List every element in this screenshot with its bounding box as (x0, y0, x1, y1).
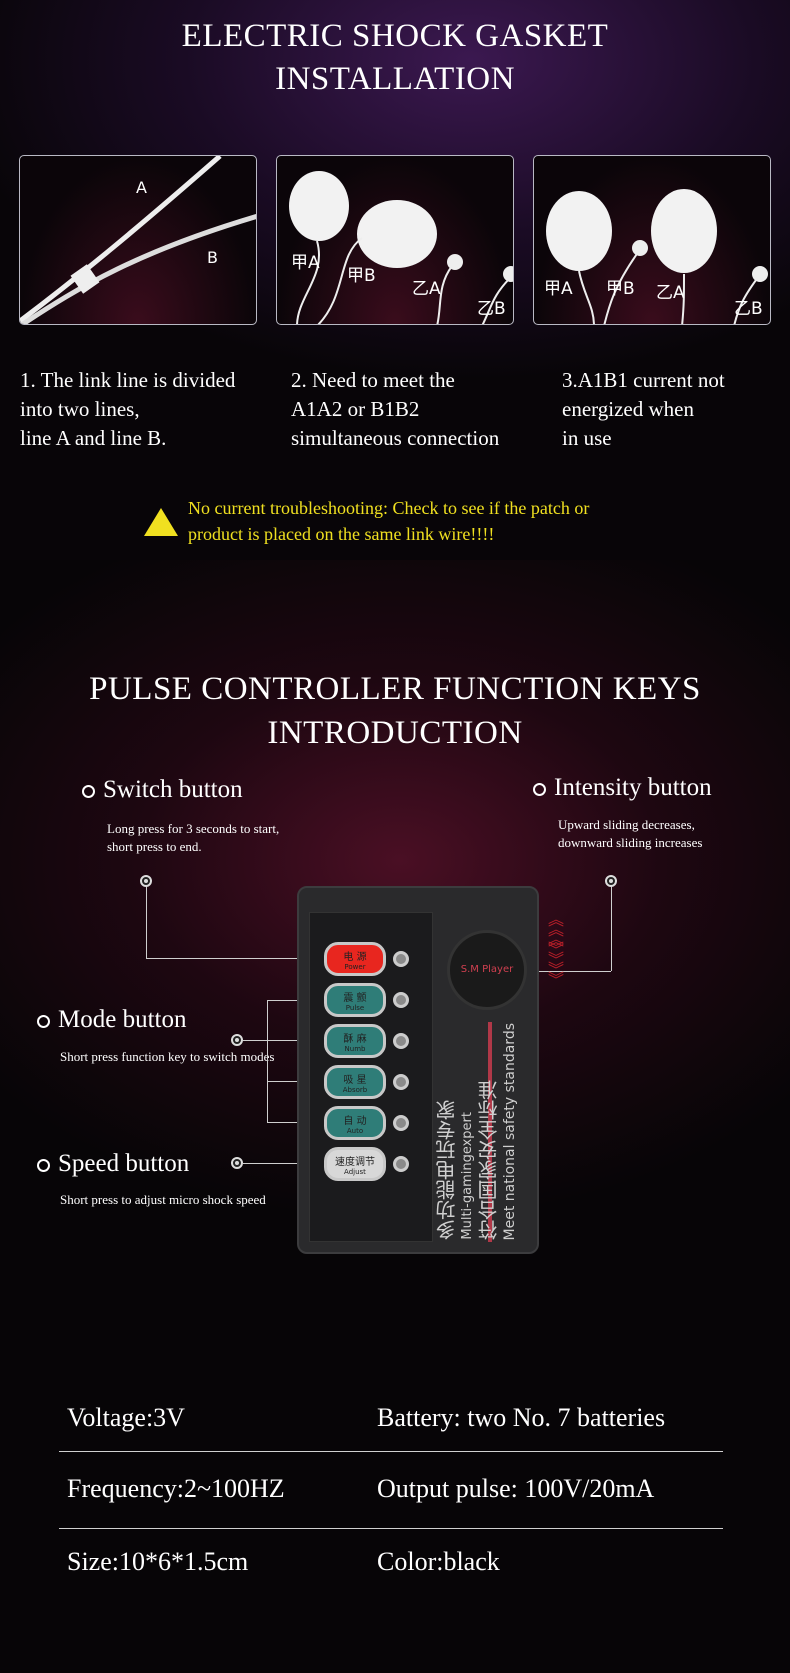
indicator-led (393, 1033, 409, 1049)
pad-label: 乙A (412, 279, 441, 299)
connector-line (267, 1122, 322, 1123)
controller-title-line2: INTRODUCTION (267, 715, 523, 751)
device-text-en1: Multi-gamingexpert (460, 1112, 475, 1240)
install-image-3: 甲A 甲B 乙A 乙B (533, 155, 771, 325)
spec-voltage: Voltage:3V (67, 1403, 185, 1432)
connector-line (267, 1000, 268, 1122)
install-title-line1: ELECTRIC SHOCK GASKET (181, 18, 609, 54)
line-b-label: B (207, 248, 218, 267)
install-title-line2: INSTALLATION (275, 61, 515, 97)
indicator-led (393, 992, 409, 1008)
controller-title-line1: PULSE CONTROLLER FUNCTION KEYS (89, 671, 701, 707)
divider (59, 1451, 723, 1452)
button-en-label: Auto (346, 1127, 364, 1135)
indicator-led (393, 951, 409, 967)
device-text-en2: Meet national safety standards (502, 1022, 518, 1240)
pad-label: 甲B (606, 279, 635, 299)
install-image-1: A B (19, 155, 257, 325)
switch-button-label: Switch button (82, 776, 243, 804)
connector-line (146, 881, 147, 959)
pad-label: 乙B (734, 299, 763, 319)
connector-line (267, 1000, 322, 1001)
pad-label: 甲A (291, 253, 320, 273)
spec-frequency: Frequency:2~100HZ (67, 1474, 285, 1503)
indicator-led (393, 1156, 409, 1172)
button-cn-label: 速度调节 (335, 1157, 375, 1168)
mode-button-desc: Short press function key to switch modes (60, 1049, 275, 1064)
button-en-label: Power (344, 963, 366, 971)
pad-label: 甲A (544, 279, 573, 299)
connector-line (539, 971, 611, 972)
connector-line (267, 1040, 322, 1041)
pads-illustration (289, 171, 513, 324)
button-cn-label: 电 源 (343, 952, 367, 963)
pad-label: 甲B (347, 266, 376, 286)
pad-label: 乙A (656, 283, 685, 303)
button-en-label: Numb (344, 1045, 366, 1053)
indicator-led (393, 1115, 409, 1131)
speed-button-desc: Short press to adjust micro shock speed (60, 1192, 266, 1207)
pads-illustration (546, 189, 768, 324)
button-en-label: Pulse (345, 1004, 365, 1012)
install-image-2: 甲A 甲B 乙A 乙B (276, 155, 514, 325)
device-text-cn1: 多功能电玩专家 (435, 1100, 459, 1240)
button-en-label: Absorb (342, 1086, 368, 1094)
spec-output-pulse: Output pulse: 100V/20mA (377, 1474, 655, 1503)
intensity-button-desc: Upward sliding decreases,downward slidin… (558, 817, 703, 850)
button-cn-label: 吸 星 (343, 1075, 367, 1086)
intensity-button-label: Intensity button (533, 774, 712, 802)
button-cn-label: 酥 麻 (343, 1034, 367, 1045)
intensity-knob[interactable]: S.M Player (447, 930, 527, 1010)
connector-line (146, 958, 322, 959)
spec-color: Color:black (377, 1547, 500, 1576)
pad-label: 乙B (477, 299, 506, 319)
red-stripe (488, 1022, 492, 1242)
split-cable-illustration (20, 156, 256, 324)
button-cn-label: 自 动 (343, 1116, 367, 1127)
button-cn-label: 震 颤 (343, 993, 367, 1004)
connector-line (243, 1163, 322, 1164)
speed-button-label: Speed button (37, 1150, 189, 1178)
connector-line (243, 1040, 267, 1041)
troubleshooting-warning: No current troubleshooting: Check to see… (188, 498, 590, 544)
connector-dot (231, 1157, 243, 1169)
slide-chevrons-icon: ︽︽︽︾︾︾︾ (548, 910, 565, 989)
switch-button-desc: Long press for 3 seconds to start,short … (107, 821, 280, 854)
device-text-cn2: 符合国家安全标准 (477, 1080, 501, 1240)
warning-triangle-icon (144, 508, 178, 536)
line-a-label: A (136, 178, 147, 197)
spec-battery: Battery: two No. 7 batteries (377, 1403, 666, 1432)
connector-line (611, 881, 612, 971)
connector-dot (140, 875, 152, 887)
indicator-led (393, 1074, 409, 1090)
connector-dot (231, 1034, 243, 1046)
button-en-label: Adjust (344, 1168, 366, 1176)
connector-line (267, 1081, 322, 1082)
bullet-icon (37, 1158, 50, 1172)
spec-size: Size:10*6*1.5cm (67, 1547, 249, 1576)
bullet-icon (37, 1014, 50, 1028)
connector-dot (605, 875, 617, 887)
divider (59, 1528, 723, 1529)
mode-button-label: Mode button (37, 1006, 186, 1034)
bullet-icon (533, 782, 546, 796)
bullet-icon (82, 784, 95, 798)
